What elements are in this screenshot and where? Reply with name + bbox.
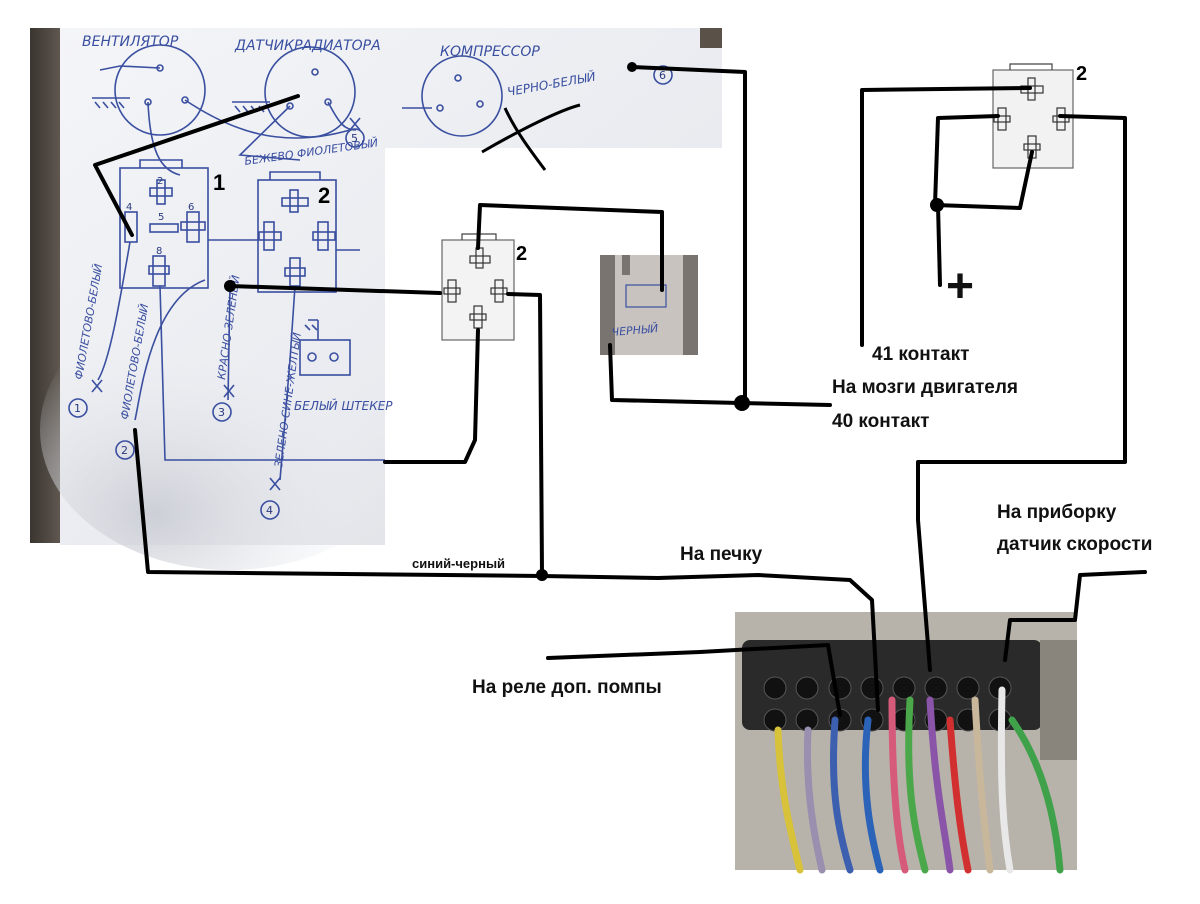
compressor-label: КОМПРЕССОР [440, 44, 540, 60]
dashboard-label: На приборку [997, 502, 1117, 523]
r1-pin-5: 5 [158, 212, 164, 223]
contact-41-label: 41 контакт [872, 344, 969, 365]
r1-pin-8: 8 [156, 246, 162, 257]
circle-2-num: 2 [121, 444, 128, 457]
pump-relay-label: На реле доп. помпы [472, 677, 662, 698]
circle-6-num: 6 [659, 69, 666, 82]
black-wires [93, 65, 1147, 717]
sketch-photo [30, 28, 722, 570]
circle-1-num: 1 [74, 402, 81, 415]
contact-40-label: 40 контакт [832, 411, 929, 432]
connector-photo [735, 612, 1077, 874]
r1-pin-2: 2 [157, 176, 163, 187]
cross-out-mark [481, 103, 581, 171]
black-wire-photo: ЧЕРНЫЙ [600, 255, 698, 355]
radiator-sensor-label: ДАТЧИКРАДИАТОРА [234, 38, 381, 54]
relay-1-label: 1 [213, 170, 225, 195]
engine-ecu-label: На мозги двигателя [832, 377, 1018, 398]
white-plug-label: БЕЛЫЙ ШТЕКЕР [294, 398, 393, 413]
r1-pin-4: 4 [126, 202, 132, 213]
junction-dots [224, 62, 944, 581]
plus-label: + [946, 260, 974, 313]
speed-sensor-label: датчик скорости [997, 534, 1152, 555]
black-wire-label: ЧЕРНЫЙ [611, 322, 659, 339]
sketch-ink [68, 44, 673, 520]
circle-3-num: 3 [218, 406, 225, 419]
heater-label: На печку [680, 544, 763, 565]
fan-label: ВЕНТИЛЯТОР [82, 34, 179, 50]
circle-5-num: 5 [351, 132, 358, 145]
relay-2-right-label: 2 [1076, 63, 1087, 85]
blue-black-label: синий-черный [412, 556, 505, 571]
relay-2-sketch-label: 2 [318, 183, 330, 208]
circle-4-num: 4 [266, 504, 273, 517]
relay-2-middle-label: 2 [516, 243, 527, 265]
r1-pin-6: 6 [188, 202, 194, 213]
